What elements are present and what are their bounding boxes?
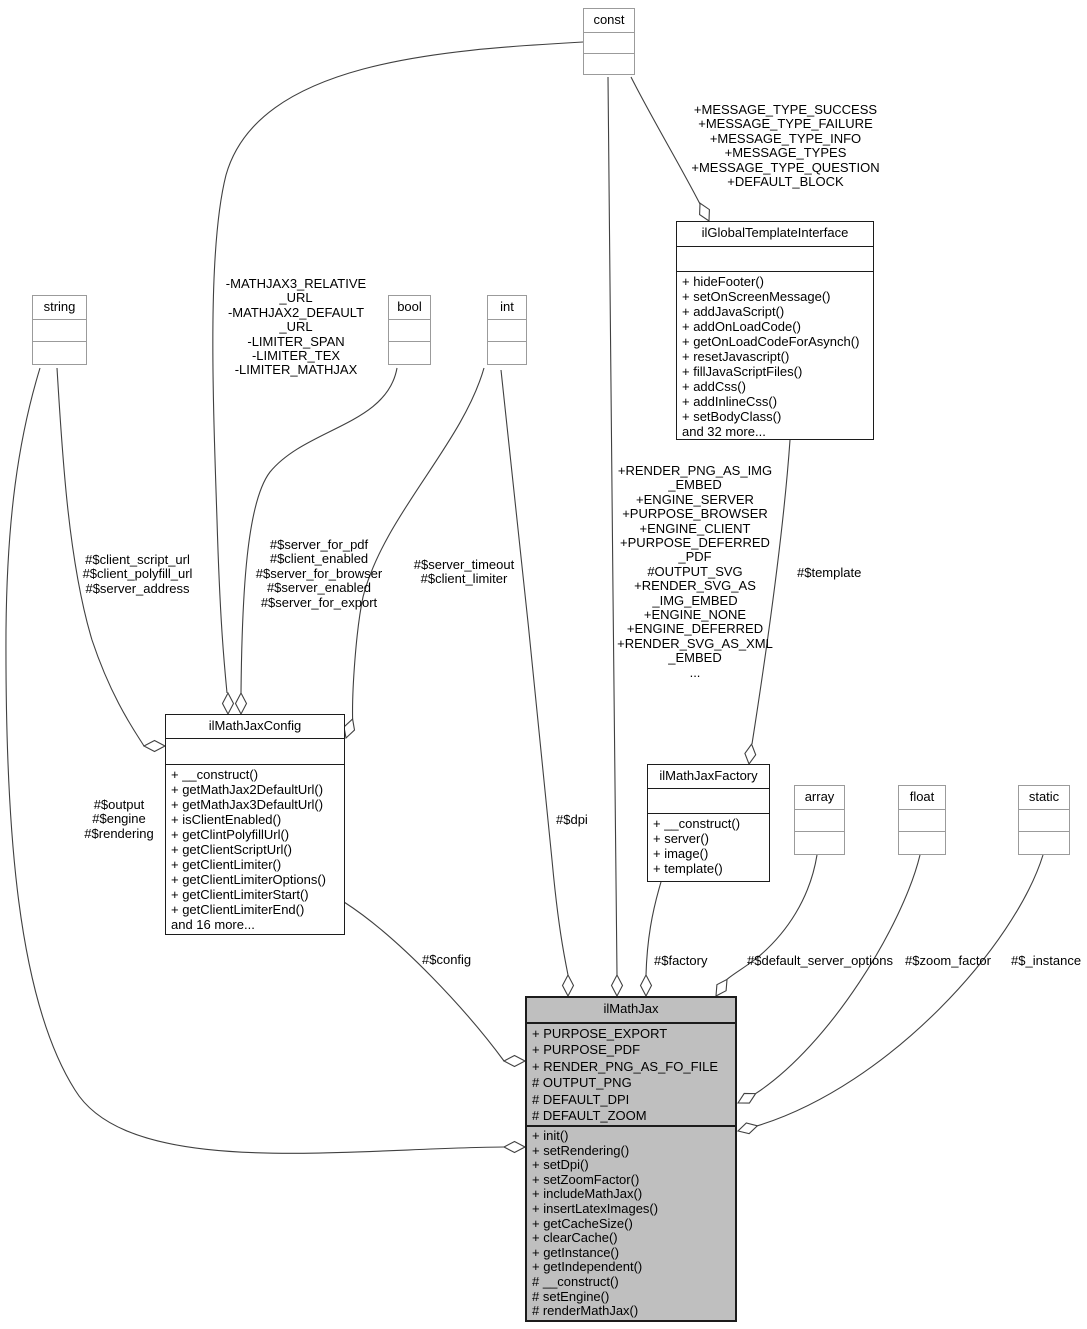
edge-label-template: #$template <box>797 565 862 580</box>
empty-attributes-compartment <box>899 809 945 831</box>
edge-label-instance: #$_instance <box>1011 953 1082 968</box>
edge-string-to-ilmathjaxconfig <box>56 367 167 753</box>
class-title: float <box>909 789 935 804</box>
edge-label-output-engine-rendering: #$output #$engine #$rendering <box>84 797 154 841</box>
edge-label-factory: #$factory <box>654 953 708 968</box>
empty-methods-compartment <box>584 53 634 74</box>
edge-ilglobaltemplateinterface-to-ilmathjaxfactory <box>744 439 791 766</box>
class-box-ilglobaltemplateinterface[interactable]: ilGlobalTemplateInterface + hideFooter()… <box>676 221 874 440</box>
edge-label-message-types: +MESSAGE_TYPE_SUCCESS +MESSAGE_TYPE_FAIL… <box>691 102 880 190</box>
empty-attributes-compartment <box>677 246 873 271</box>
class-methods: + init() + setRendering() + setDpi() + s… <box>527 1125 735 1320</box>
class-methods: + __construct() + getMathJax2DefaultUrl(… <box>166 764 344 934</box>
class-methods: + __construct() + server() + image() + t… <box>648 813 769 881</box>
empty-methods-compartment <box>795 831 844 854</box>
edge-const-to-ilglobaltemplateinterface <box>630 76 710 223</box>
empty-attributes-compartment <box>488 319 526 341</box>
edge-string-to-ilmathjax <box>5 367 527 1154</box>
class-box-const: const <box>583 8 635 75</box>
class-attributes: + PURPOSE_EXPORT + PURPOSE_PDF + RENDER_… <box>527 1022 735 1125</box>
class-box-ilmathjaxconfig[interactable]: ilMathJaxConfig + __construct() + getMat… <box>165 714 345 935</box>
class-box-static: static <box>1018 785 1070 855</box>
class-title: ilMathJaxConfig <box>208 718 302 733</box>
edge-int-to-ilmathjax <box>500 369 575 998</box>
edge-label-config: #$config <box>422 952 472 967</box>
edge-const-to-ilmathjaxconfig <box>212 41 584 716</box>
class-title: static <box>1028 789 1060 804</box>
empty-attributes-compartment <box>584 32 634 53</box>
edge-label-dpi: #$dpi <box>556 812 588 827</box>
edge-static-to-ilmathjax <box>736 854 1044 1135</box>
empty-methods-compartment <box>899 831 945 854</box>
class-box-ilmathjax[interactable]: ilMathJax + PURPOSE_EXPORT + PURPOSE_PDF… <box>525 996 737 1322</box>
class-title: ilGlobalTemplateInterface <box>701 225 849 240</box>
class-box-float: float <box>898 785 946 855</box>
empty-methods-compartment <box>33 341 86 364</box>
edge-ilmathjaxfactory-to-ilmathjax <box>639 881 662 998</box>
class-title: ilMathJax <box>603 1001 659 1016</box>
edge-label-mathjax-urls: -MATHJAX3_RELATIVE _URL -MATHJAX2_DEFAUL… <box>225 276 367 378</box>
edge-bool-to-ilmathjaxconfig <box>234 367 398 716</box>
class-box-int: int <box>487 295 527 365</box>
empty-attributes-compartment <box>389 319 430 341</box>
class-box-bool: bool <box>388 295 431 365</box>
edge-float-to-ilmathjax <box>736 854 921 1104</box>
empty-attributes-compartment <box>795 809 844 831</box>
class-box-ilmathjaxfactory[interactable]: ilMathJaxFactory + __construct() + serve… <box>647 764 770 882</box>
class-title: int <box>500 299 514 314</box>
class-methods: + hideFooter() + setOnScreenMessage() + … <box>677 271 873 439</box>
class-title: string <box>43 299 76 314</box>
class-title: array <box>804 789 835 804</box>
empty-methods-compartment <box>488 341 526 364</box>
empty-methods-compartment <box>389 341 430 364</box>
empty-attributes-compartment <box>1019 809 1069 831</box>
edge-label-render-constants: +RENDER_PNG_AS_IMG _EMBED +ENGINE_SERVER… <box>617 463 773 680</box>
edge-const-to-ilmathjax <box>607 76 624 998</box>
edge-label-server-flags: #$server_for_pdf #$client_enabled #$serv… <box>255 537 383 610</box>
class-title: bool <box>397 299 422 314</box>
class-box-string: string <box>32 295 87 365</box>
empty-attributes-compartment <box>166 738 344 764</box>
class-box-array: array <box>794 785 845 855</box>
edge-array-to-ilmathjax <box>715 854 818 997</box>
edge-ilmathjaxconfig-to-ilmathjax <box>343 901 527 1068</box>
edge-label-client-urls: #$client_script_url #$client_polyfill_ur… <box>82 552 193 596</box>
class-title: ilMathJaxFactory <box>659 768 758 783</box>
empty-attributes-compartment <box>33 319 86 341</box>
empty-attributes-compartment <box>648 788 769 813</box>
empty-methods-compartment <box>1019 831 1069 854</box>
class-title: const <box>593 12 625 27</box>
edge-label-zoom-factor: #$zoom_factor <box>905 953 991 968</box>
edge-label-default-server-options: #$default_server_options <box>747 953 893 968</box>
edge-label-server-timeout: #$server_timeout #$client_limiter <box>413 557 515 587</box>
